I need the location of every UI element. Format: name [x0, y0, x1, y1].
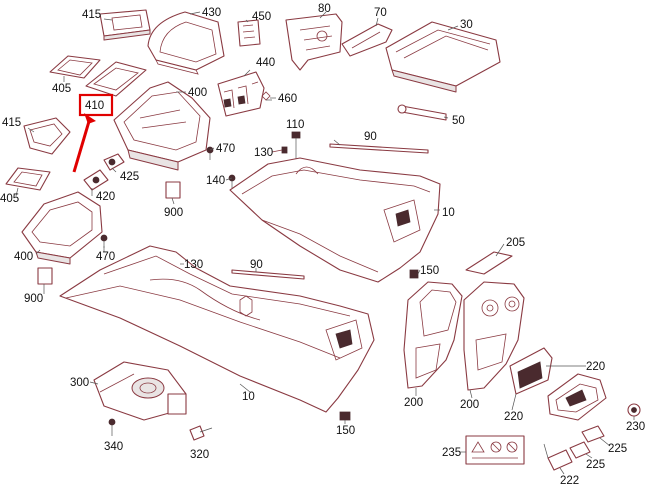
callout-150-upper: 150	[420, 265, 439, 277]
callout-200-right: 200	[460, 399, 479, 411]
callout-225-right: 225	[608, 443, 627, 455]
callout-470-upper: 470	[216, 143, 235, 155]
part-150-clip-upper	[409, 269, 419, 279]
callout-900-lower: 900	[24, 293, 43, 305]
part-140-screw	[228, 174, 236, 188]
part-420-switch	[83, 169, 109, 191]
callout-150-lower: 150	[336, 425, 355, 437]
part-10-console-lower	[59, 245, 375, 413]
callout-300: 300	[70, 377, 89, 389]
callout-405-left: 405	[0, 193, 19, 205]
callout-450: 450	[252, 11, 271, 23]
part-300-ashtray	[93, 361, 187, 421]
callout-30: 30	[460, 19, 473, 31]
part-220-module-upper	[509, 347, 553, 395]
part-320-plug	[189, 425, 213, 441]
callout-400-lower: 400	[14, 251, 33, 263]
part-405-left-mat	[5, 167, 51, 191]
part-340-screw	[108, 418, 116, 436]
part-450-clip	[237, 19, 261, 47]
callout-205: 205	[506, 237, 525, 249]
part-30-armrest	[385, 21, 501, 93]
callout-10-upper: 10	[442, 207, 455, 219]
part-90-strip-upper	[329, 143, 429, 154]
callout-405-top: 405	[52, 83, 71, 95]
part-10-console-upper	[229, 157, 441, 283]
callout-420: 420	[96, 191, 115, 203]
part-90-strip-lower	[231, 269, 305, 280]
part-110-screw	[291, 131, 301, 160]
callout-470-lower: 470	[96, 251, 115, 263]
callout-80: 80	[318, 3, 331, 15]
highlight-box	[78, 93, 114, 117]
part-130-clip-upper	[271, 146, 288, 154]
callout-140: 140	[206, 175, 225, 187]
part-405-mat	[49, 55, 101, 79]
part-400-cover-top	[85, 61, 147, 97]
part-430-lid	[147, 11, 225, 75]
part-400-storage-lower	[21, 191, 103, 265]
callout-200-left: 200	[404, 397, 423, 409]
callout-340: 340	[104, 441, 123, 453]
callout-230: 230	[626, 421, 645, 433]
callout-222: 222	[560, 475, 579, 487]
part-235-warning-label	[465, 435, 525, 465]
part-900-label-upper	[165, 181, 181, 199]
part-200-bezel-right	[463, 281, 525, 391]
callout-90-lower: 90	[250, 259, 263, 271]
part-50-rod	[397, 104, 447, 121]
callout-460: 460	[278, 93, 297, 105]
callout-220-upper: 220	[586, 361, 605, 373]
callout-425: 425	[120, 171, 139, 183]
part-220-module-lower	[547, 373, 607, 421]
part-900-label-lower	[37, 267, 53, 285]
callout-235: 235	[442, 447, 461, 459]
callout-labels: 415 430 450 80 70 30 405 400 440 460 50 …	[0, 3, 645, 487]
part-230-knob	[627, 403, 641, 417]
callout-415-left: 415	[2, 117, 21, 129]
callout-225-lower: 225	[586, 459, 605, 471]
leader-lines	[15, 11, 635, 475]
part-80-bracket	[285, 13, 343, 71]
highlight-arrow-shaft	[72, 117, 92, 173]
part-150-clip-lower	[339, 411, 351, 421]
callout-900-upper: 900	[164, 207, 183, 219]
callout-130-lower: 130	[184, 259, 203, 271]
highlight-callout-410: 410	[72, 93, 114, 173]
part-425-switch	[103, 153, 125, 171]
callout-50: 50	[452, 115, 465, 127]
callout-90-upper: 90	[364, 131, 377, 143]
part-460-clip	[261, 91, 272, 101]
callout-440: 440	[256, 57, 275, 69]
highlight-arrow-head	[84, 113, 96, 124]
callout-10-lower: 10	[242, 391, 255, 403]
callout-415-top: 415	[82, 9, 101, 21]
callout-220-lower: 220	[504, 411, 523, 423]
callout-400-top: 400	[188, 87, 207, 99]
part-70-trim	[341, 23, 393, 57]
callout-110: 110	[286, 119, 304, 131]
part-470-screw-lower	[100, 234, 108, 248]
callout-430: 430	[202, 7, 221, 19]
callout-130-upper: 130	[254, 147, 273, 159]
highlight-label: 410	[85, 100, 104, 112]
part-415-top-tray	[99, 9, 151, 41]
part-225-button-a	[581, 425, 605, 443]
callout-70: 70	[374, 7, 387, 19]
callout-320: 320	[190, 449, 209, 461]
part-440-insert	[217, 71, 265, 117]
part-225-button-b	[569, 441, 591, 459]
part-415-left-tray	[23, 117, 71, 155]
part-200-bezel-left	[403, 281, 463, 389]
part-205-pad	[465, 251, 513, 275]
part-410-storage-box	[113, 81, 211, 171]
part-222-connector	[543, 443, 573, 471]
